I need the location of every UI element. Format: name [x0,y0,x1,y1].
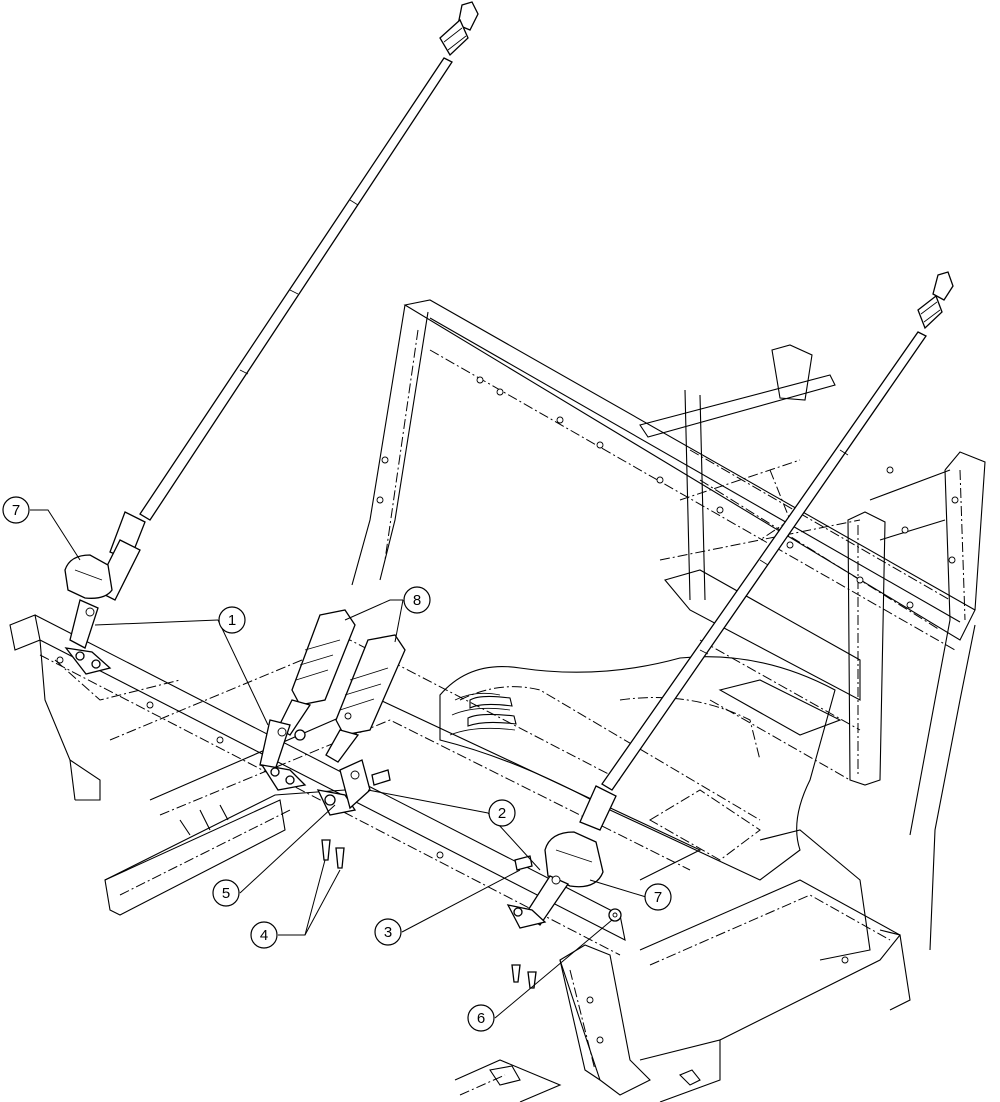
seat-pan [439,656,836,881]
frame-holes [56,376,959,1044]
svg-text:2: 2 [498,805,506,822]
callout-3: 3 [374,918,402,946]
right-floor-anchor-plate [506,904,547,929]
right-retractor [524,831,604,926]
center-anchor-plates [260,759,391,816]
callout-7-right: 7 [644,883,672,911]
svg-text:6: 6 [477,1010,485,1027]
left-shoulder-belt [94,1,479,601]
callout-5: 5 [212,879,240,907]
svg-text:7: 7 [12,502,20,519]
seat-back-frame [351,299,986,951]
svg-text:1: 1 [228,612,236,629]
callout-2: 2 [488,799,516,827]
right-shoulder-belt [579,271,954,831]
base-frame [9,614,911,1102]
svg-text:3: 3 [384,924,392,941]
left-retractor [64,554,113,649]
center-buckles [259,609,406,771]
loose-fasteners [294,729,622,989]
svg-text:5: 5 [222,885,230,902]
callout-4: 4 [250,921,278,949]
vehicle-frame [9,299,986,1102]
callout-7-left: 7 [2,496,30,524]
svg-text:8: 8 [413,592,421,609]
left-floor-anchor-plate [64,647,112,675]
callout-6: 6 [467,1004,495,1032]
callout-8: 8 [403,586,431,614]
svg-text:4: 4 [260,927,268,944]
callout-1: 1 [218,606,246,634]
svg-text:7: 7 [654,889,662,906]
